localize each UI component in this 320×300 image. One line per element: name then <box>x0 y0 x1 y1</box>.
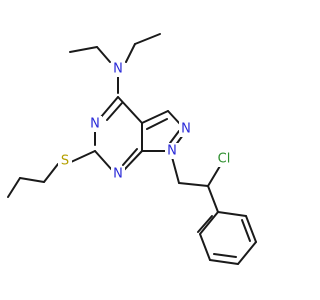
bond-chcl-phenyl <box>207 185 219 213</box>
molecule-structure: N N N N N S Cl <box>7 33 257 265</box>
atom-label-n-ring3: N <box>90 117 100 132</box>
bond-n2-n1-double <box>169 130 180 144</box>
atom-label-n-pyrazole2: N <box>181 122 191 137</box>
atom-n-amine: N <box>111 61 125 77</box>
atom-n-pyrazole2: N <box>179 121 193 137</box>
bond-n1-c7a <box>123 150 143 171</box>
bond-ph-4 <box>237 241 257 265</box>
atom-cl: Cl <box>214 151 234 167</box>
bond-ph-3-double <box>213 253 237 258</box>
atom-n-ring1: N <box>111 166 125 182</box>
bond-c2-s <box>70 150 96 163</box>
molecule-canvas: N N N N N S Cl <box>7 33 257 265</box>
bond-ph-1-double <box>197 215 213 233</box>
bond-chcl-cl <box>207 165 221 187</box>
bond-c3a-c3 <box>141 110 169 124</box>
atom-s-thioether: S <box>58 153 72 169</box>
atom-n-pyrazole1: N <box>165 143 179 159</box>
bond-c3a-c4 <box>117 96 143 124</box>
atom-label-n-pyrazole1: N <box>167 144 177 159</box>
atom-n-ring3: N <box>88 116 102 132</box>
bond-ph-1 <box>199 211 219 235</box>
atom-label-n-amine: N <box>113 62 123 77</box>
bond-ph-6 <box>217 211 247 217</box>
bond-c3a-c3-double <box>146 118 168 130</box>
bond-c4-n3 <box>100 96 119 118</box>
bond-ph-5-double <box>241 219 251 242</box>
bond-ph-3 <box>209 259 239 265</box>
bond-n1-c7a-double <box>122 148 138 166</box>
bond-propyl-2 <box>7 177 21 198</box>
bond-c2-n1 <box>94 150 113 171</box>
bond-ethyl2-end <box>134 33 161 45</box>
atom-label-cl: Cl <box>218 152 231 167</box>
atom-label-s: S <box>61 154 69 169</box>
bond-ethyl2-ch3 <box>125 43 136 63</box>
atom-label-n-ring1: N <box>113 167 123 182</box>
bond-ethyl1-ch3 <box>96 46 111 63</box>
bond-n1-ch2 <box>171 156 180 184</box>
bond-propyl-1 <box>19 177 45 183</box>
bond-ph-2 <box>199 233 211 261</box>
bond-c3-n2 <box>167 110 181 125</box>
bond-s-ch2 <box>43 163 59 183</box>
bond-c4-n3-double <box>106 102 123 121</box>
bond-ethyl1-end <box>69 46 98 53</box>
bond-ch2-chcl <box>178 182 209 187</box>
bond-ph-5 <box>245 215 257 243</box>
